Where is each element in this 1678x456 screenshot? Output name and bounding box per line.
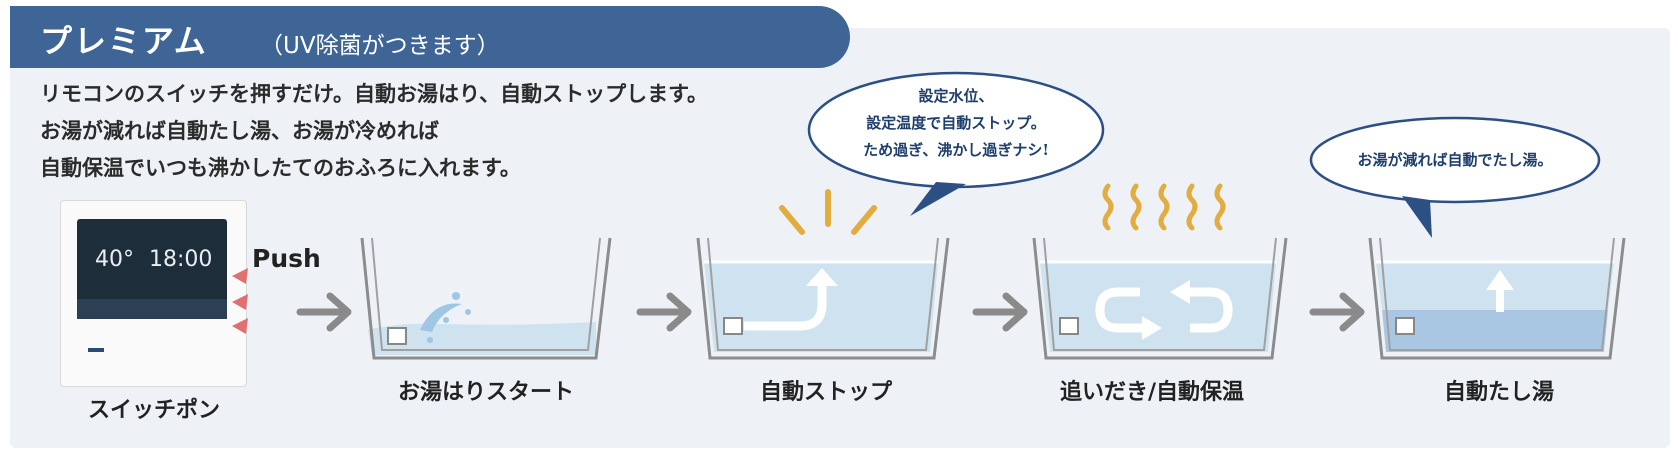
bathtub-start <box>360 237 612 360</box>
description-line: リモコンのスイッチを押すだけ。自動お湯はり、自動ストップします。 <box>40 81 709 106</box>
bathtub-reheat <box>1032 183 1288 360</box>
circulation-icon <box>1095 287 1233 333</box>
screen-temp: 40° <box>95 247 134 272</box>
bubble-refill-text: お湯が減れば自動でたし湯。 <box>1315 147 1595 174</box>
bubble-stop-line: 設定温度で自動ストップ。 <box>866 114 1046 132</box>
bathtub-auto-stop <box>696 189 950 360</box>
description: リモコンのスイッチを押すだけ。自動お湯はり、自動ストップします。 お湯が減れば自… <box>40 75 708 186</box>
water-outlet-icon <box>1395 317 1415 335</box>
step-caption-reheat: 追いだき/自動保温 <box>1060 380 1245 405</box>
heat-wave-icon <box>1102 183 1226 231</box>
flow-arrow-icon <box>1309 292 1365 332</box>
water-splash-icon <box>420 292 471 343</box>
sensor-indicator-icon <box>232 268 248 334</box>
title-sub: （UV除菌がつきます） <box>260 33 500 59</box>
device-logo <box>88 348 104 352</box>
flow-up-arrow-icon <box>744 282 827 331</box>
stop-signal-icon <box>779 189 877 235</box>
step-caption-auto-stop: 自動ストップ <box>760 380 893 405</box>
water-outlet-icon <box>1059 317 1079 335</box>
title-banner: プレミアム （UV除菌がつきます） <box>10 6 850 68</box>
remote-controller: 40° 18:00 <box>60 200 247 387</box>
description-line: お湯が減れば自動たし湯、お湯が冷めれば <box>40 118 439 143</box>
description-line: 自動保温でいつも沸かしたてのおふろに入れます。 <box>40 155 521 180</box>
device-caption: スイッチポン <box>88 398 221 423</box>
step-caption-start: お湯はりスタート <box>398 380 575 405</box>
bubble-stop-line: ため過ぎ、沸かし過ぎナシ! <box>863 141 1049 159</box>
title-main: プレミアム <box>40 22 208 60</box>
screen-button-row <box>77 299 227 319</box>
bathtub-auto-refill <box>1368 237 1626 360</box>
push-label: Push <box>252 244 321 273</box>
flow-arrow-icon <box>972 292 1028 332</box>
speech-bubble-refill <box>1309 116 1601 238</box>
water-outlet-icon <box>387 327 407 345</box>
bubble-stop-text: 設定水位、 設定温度で自動ストップ。 ため過ぎ、沸かし過ぎナシ! <box>816 83 1096 164</box>
water-outlet-icon <box>723 317 743 335</box>
screen-time: 18:00 <box>149 247 213 272</box>
controller-screen: 40° 18:00 <box>77 219 227 319</box>
bubble-stop-line: 設定水位、 <box>918 87 994 105</box>
flow-arrow-icon <box>296 292 352 332</box>
bubble-refill-line: お湯が減れば自動でたし湯。 <box>1357 151 1553 169</box>
speech-bubble-stop <box>807 71 1105 216</box>
flow-arrow-icon <box>636 292 692 332</box>
step-caption-refill: 自動たし湯 <box>1444 380 1555 405</box>
